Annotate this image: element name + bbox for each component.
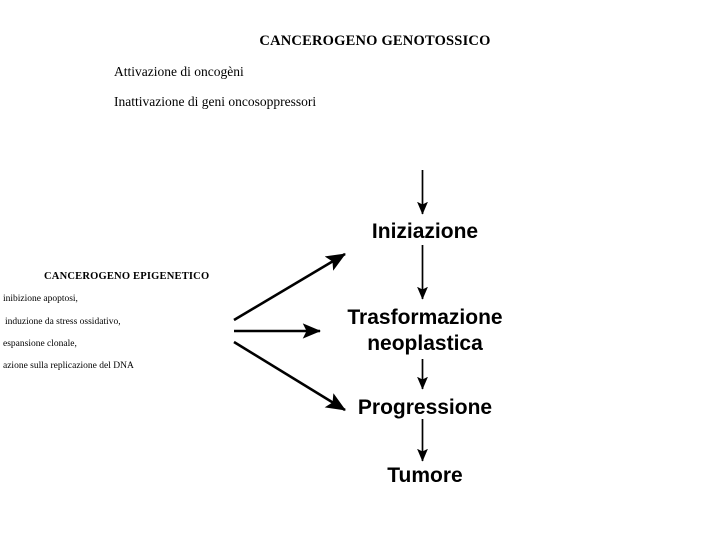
epigenetic-item-clonal-expansion: espansione clonale, [3,339,77,349]
epigenetic-item-oxidative-stress: induzione da stress ossidativo, [5,317,121,327]
flow-node-iniziazione: Iniziazione [371,220,479,243]
epigenetic-item-apoptosis: inibizione apoptosi, [3,294,78,304]
genotoxic-line-tumor-suppressors: Inattivazione di geni oncosoppressori [114,94,317,109]
flow-node-tumore: Tumore [387,464,463,487]
epigenetic-item-dna-replication: azione sulla replicazione del DNA [3,361,134,371]
epigenetic-title: CANCEROGENO EPIGENETICO [44,271,210,282]
flow-node-progressione: Progressione [357,396,493,419]
genotoxic-title: CANCEROGENO GENOTOSSICO [259,33,491,49]
genotoxic-line-oncogenes: Attivazione di oncogèni [114,64,244,79]
